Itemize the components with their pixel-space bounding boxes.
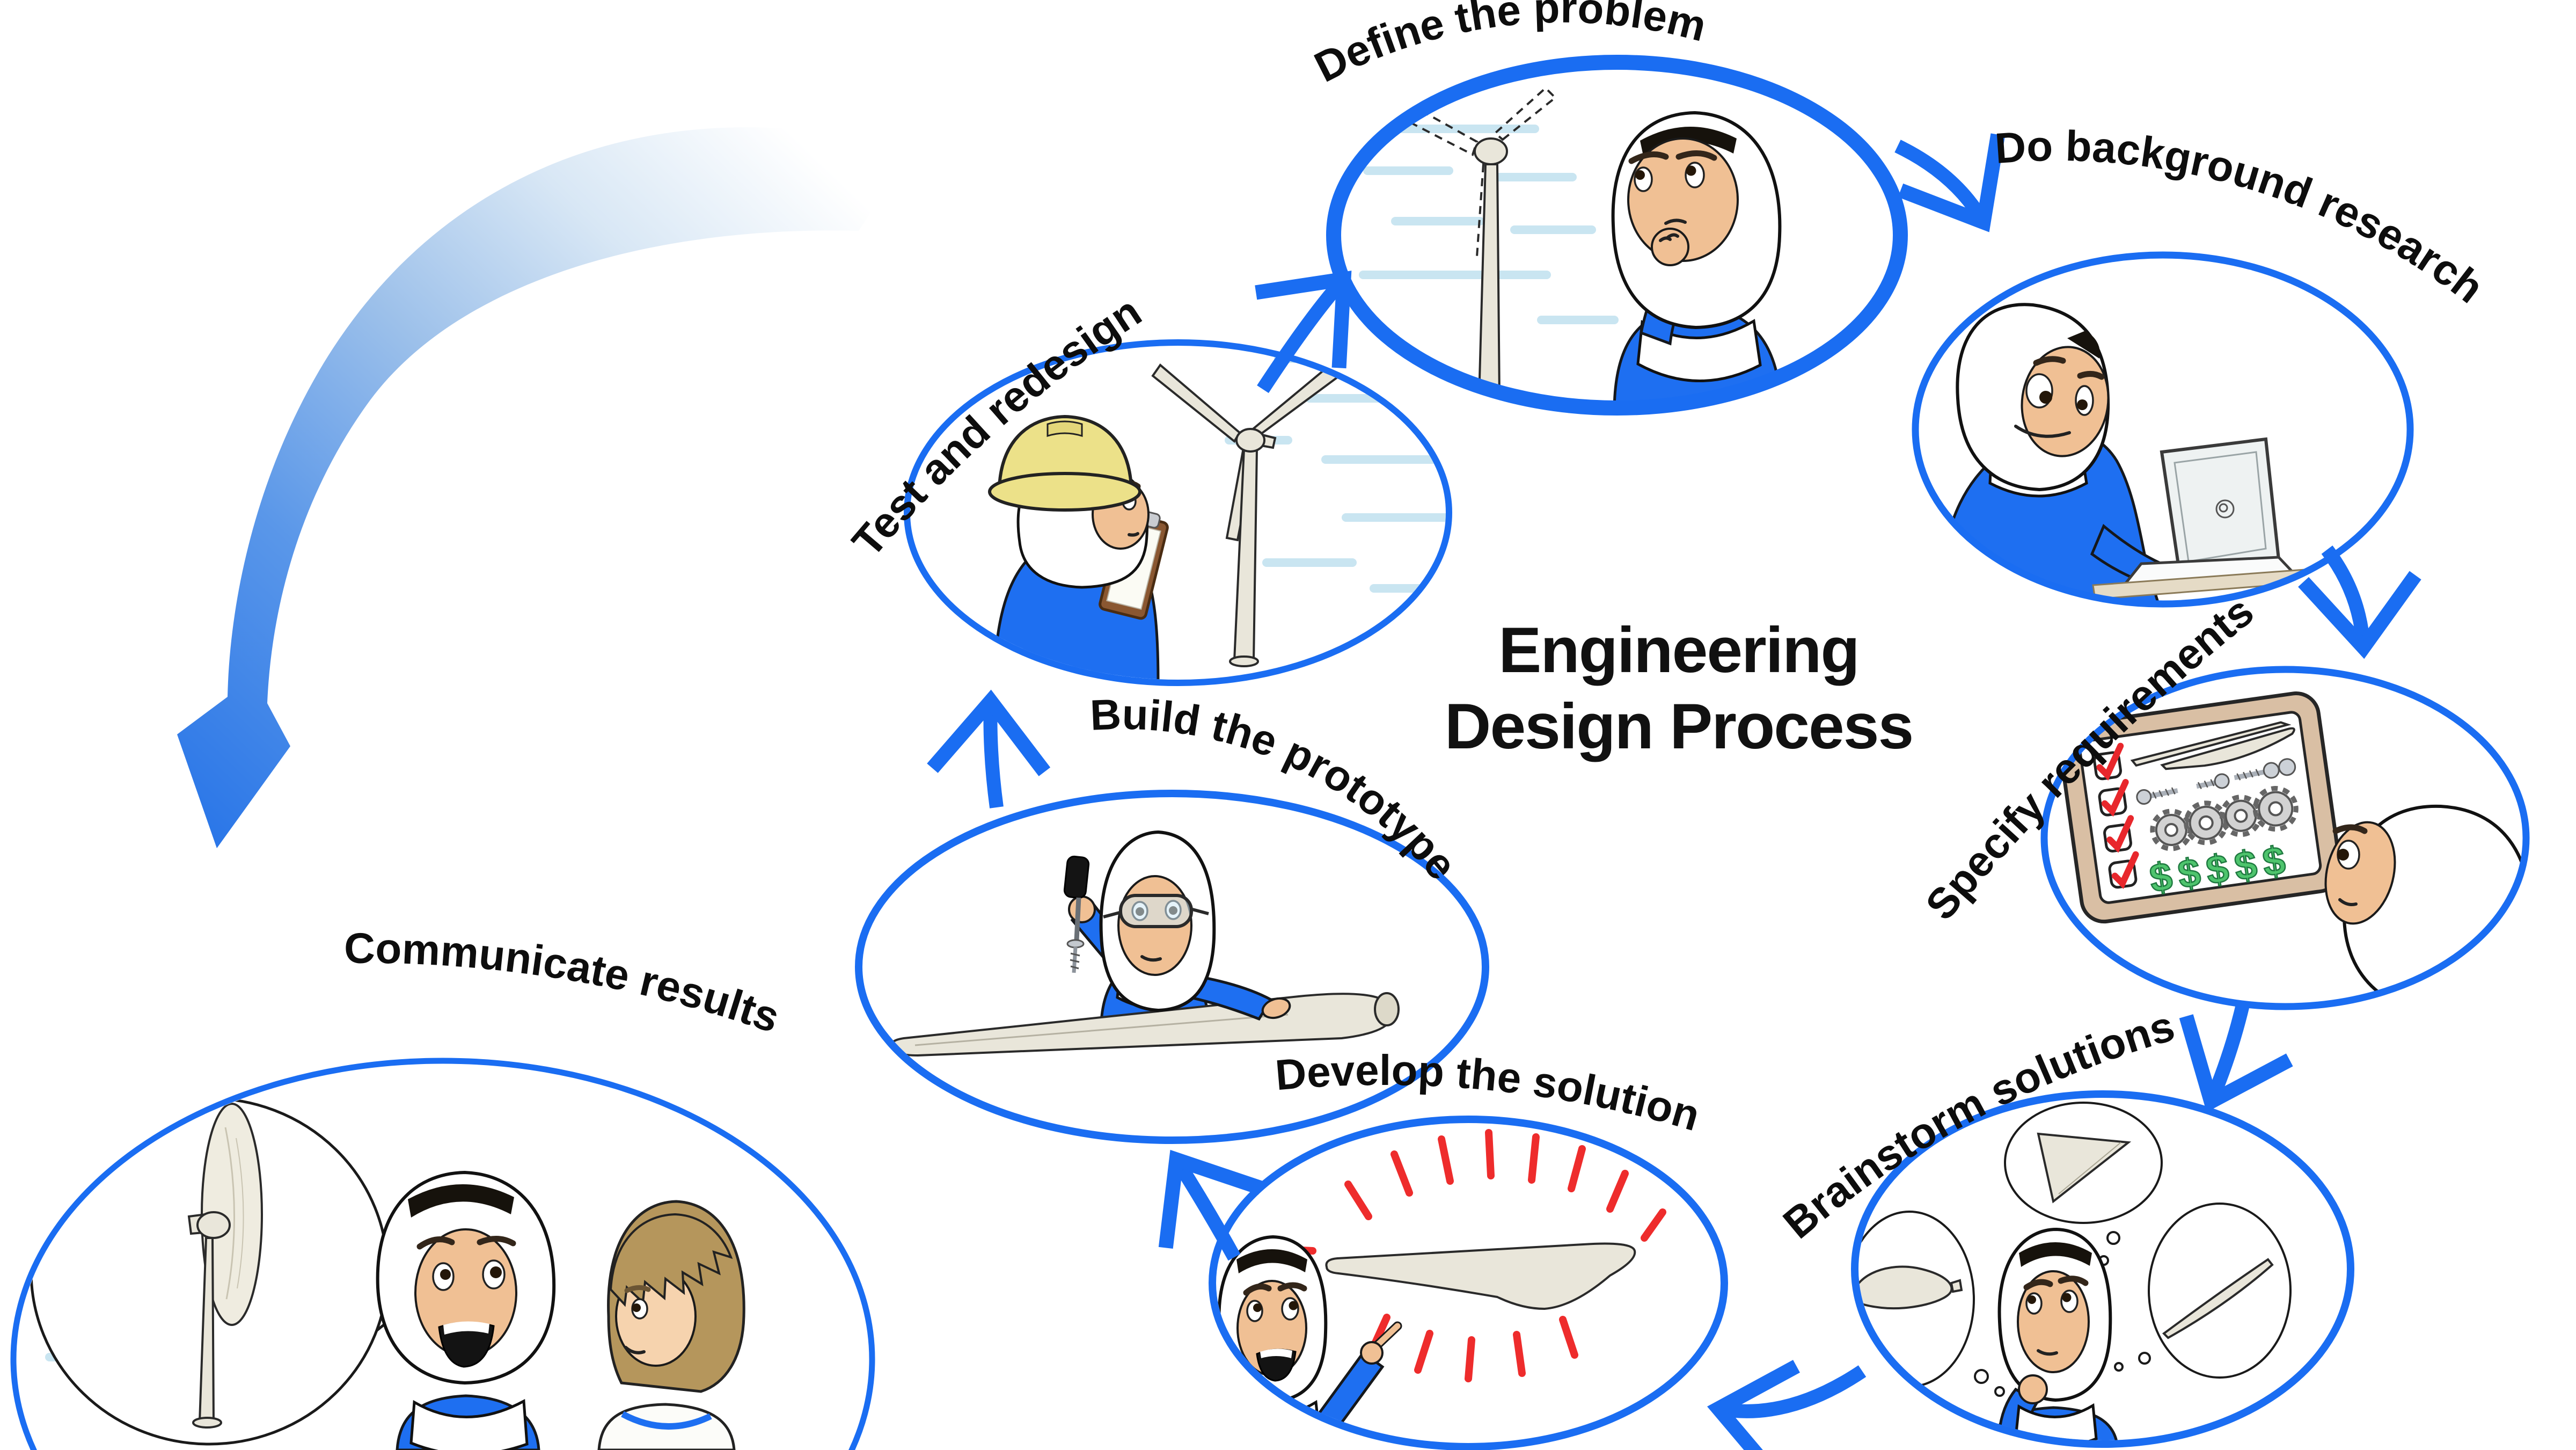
brainstorm-ellipse-ring	[1851, 1090, 2354, 1448]
screwdriver-icon	[1063, 855, 1090, 941]
thin-blade-icon	[2162, 1258, 2274, 1339]
develop-ellipse-ring	[1209, 1116, 1728, 1450]
step-label-communicate-results: Communicate results	[344, 924, 786, 1042]
diagram-title-line1: Engineering	[1498, 614, 1858, 686]
research-ellipse-ring	[1912, 251, 2414, 608]
triangle-blade-icon	[2037, 1132, 2132, 1204]
cycle-arrows	[927, 133, 2421, 1450]
test-ellipse-ring	[904, 339, 1452, 686]
pointing-finger	[1374, 1323, 1401, 1349]
laptop-logo-icon	[2215, 499, 2235, 519]
arrow-research-to-specify-icon	[2298, 545, 2421, 659]
talking-girl	[376, 1170, 556, 1450]
build-ellipse-ring	[855, 790, 1489, 1144]
girl-reading-checklist	[2324, 804, 2523, 1003]
screw-icon	[2234, 758, 2296, 781]
diagram-title: Engineering Design Process	[1445, 614, 1914, 762]
arrow-define-to-research-icon	[1894, 133, 2006, 232]
step-scene-brainstorm-solutions	[1851, 1090, 2354, 1448]
screw-icon	[2136, 787, 2178, 805]
hand-on-chin	[2018, 1374, 2048, 1404]
thought-bubble-top	[2004, 1102, 2163, 1266]
define-ellipse-ring	[1326, 55, 1908, 416]
check-icon	[2111, 851, 2139, 889]
checkbox-row-blade	[2093, 721, 2295, 781]
safety-goggles-icon	[1119, 894, 1193, 928]
step-scene-develop-the-solution	[1209, 1116, 1728, 1450]
screw-icon	[1066, 939, 1085, 973]
arrow-brainstorm-to-develop-icon	[1707, 1360, 1867, 1450]
check-icon	[2096, 742, 2124, 781]
wind-streaks	[1359, 125, 1619, 324]
diagram-title-line2: Design Process	[1445, 690, 1913, 762]
arrow-develop-to-build-icon	[1158, 1149, 1263, 1261]
checkbox-row-gears	[2103, 786, 2299, 853]
step-scene-define-the-problem	[1326, 55, 1908, 416]
gear-icon	[2252, 786, 2299, 832]
girl-with-hard-hat	[988, 414, 1169, 680]
specify-ellipse-ring	[2040, 666, 2530, 1010]
thinking-girl-illustration	[1611, 111, 1782, 402]
shirt-collar	[621, 1411, 712, 1430]
spinning-turbine-icon	[187, 1103, 263, 1429]
step-scene-communicate-results	[10, 1058, 875, 1450]
girl-building-blade	[890, 830, 1400, 1057]
requirements-checklist-board: $$$$$	[2058, 691, 2343, 924]
arrow-specify-to-brainstorm-icon	[2179, 1001, 2293, 1112]
hand-on-chin	[1651, 228, 1689, 266]
thinking-girl-illustration	[1989, 1227, 2119, 1440]
screw-icon	[2196, 773, 2230, 789]
laptop-icon	[2092, 437, 2330, 600]
check-icon	[2101, 778, 2129, 817]
arrow-build-to-test-icon	[927, 689, 1051, 808]
step-scene-specify-requirements: $$$$$	[2040, 666, 2530, 1010]
step-scene-test-and-redesign	[904, 339, 1452, 686]
checkbox-row-screws	[2098, 758, 2296, 817]
balloon-blade-icon	[1858, 1265, 1953, 1310]
communicate-ellipse-ring	[10, 1058, 875, 1450]
step-scene-do-background-research	[1912, 251, 2414, 608]
swoosh-restart-arrow-icon	[177, 127, 912, 849]
check-icon	[2106, 815, 2134, 853]
hard-hat-icon	[988, 414, 1141, 512]
step-scene-build-the-prototype	[855, 790, 1489, 1144]
final-blade-icon	[1325, 1242, 1636, 1310]
svg-text:Communicate results: Communicate results	[344, 924, 786, 1042]
hair-fringe	[609, 1213, 733, 1307]
blade-icon	[2130, 721, 2292, 767]
arrow-test-to-define-icon	[1255, 271, 1352, 394]
thought-bubble-right	[2114, 1203, 2292, 1379]
listening-friend	[597, 1200, 745, 1450]
